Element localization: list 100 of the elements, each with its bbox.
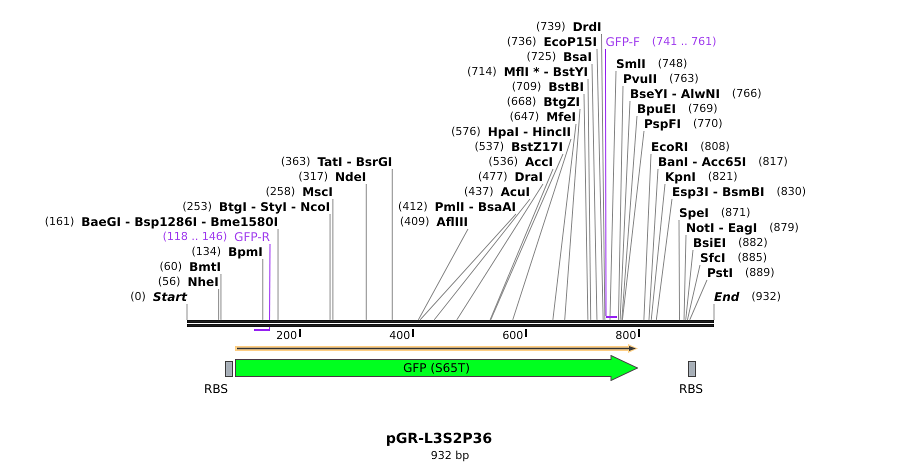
site-position: (412) xyxy=(398,200,428,214)
leader-line xyxy=(609,70,616,320)
enzyme-name: BanI - Acc65I xyxy=(658,155,746,169)
enzyme-name: AcuI xyxy=(500,185,530,199)
leader-line xyxy=(650,184,666,320)
tick-label: 800 xyxy=(615,329,636,342)
enzyme-name: NotI - EagI xyxy=(686,221,758,235)
leader-line xyxy=(605,48,606,316)
site-position: (668) xyxy=(506,95,536,109)
site-position: (821) xyxy=(708,170,738,184)
site-position: (576) xyxy=(451,125,481,139)
site-position: (817) xyxy=(758,155,788,169)
tick-label: 600 xyxy=(502,329,524,342)
leader-line xyxy=(648,168,658,320)
site-position: (769) xyxy=(688,102,718,116)
enzyme-name: NheI xyxy=(187,275,219,289)
site-position: (739) xyxy=(536,20,566,34)
leader-line xyxy=(686,264,700,320)
site-position: (748) xyxy=(658,57,688,71)
enzyme-name: Esp3I - BsmBI xyxy=(672,185,764,199)
leader-line xyxy=(622,130,644,320)
site-position: (714) xyxy=(467,65,497,79)
leader-line xyxy=(262,258,264,320)
site-position: (725) xyxy=(526,50,556,64)
site-position: (363) xyxy=(280,155,310,169)
tick-label: 200 xyxy=(276,329,298,342)
tick-label: 400 xyxy=(389,329,410,342)
enzyme-name: PvuII xyxy=(623,72,658,86)
leader-line xyxy=(596,48,604,320)
enzyme-name: BpmI xyxy=(228,245,263,259)
site-position: (889) xyxy=(744,266,775,280)
site-position: (437) xyxy=(464,185,494,199)
enzyme-name: BstBI xyxy=(548,80,584,94)
leader-line xyxy=(186,304,188,320)
sequence-end-label: Start xyxy=(152,290,187,304)
site-position: (253) xyxy=(182,200,212,214)
site-position: (885) xyxy=(737,251,768,265)
enzyme-name: AflIII xyxy=(436,215,468,229)
leader-line xyxy=(456,184,544,320)
enzyme-name: EcoRI xyxy=(651,140,688,154)
enzyme-name: KpnI xyxy=(665,170,696,184)
site-position: (879) xyxy=(769,221,799,235)
enzyme-name: BtgI - StyI - NcoI xyxy=(218,200,330,214)
site-position: (763) xyxy=(669,72,699,86)
site-position: (766) xyxy=(732,87,762,101)
site-position: (134) xyxy=(191,245,222,259)
primer-name: GFP-R xyxy=(234,230,270,244)
site-position: (709) xyxy=(512,80,542,94)
rbs-feature xyxy=(688,361,696,377)
leader-line xyxy=(588,78,592,320)
leader-line xyxy=(656,198,672,320)
leader-line xyxy=(552,124,576,320)
leader-line xyxy=(684,234,686,320)
map-title: pGR-L3S2P36 xyxy=(386,431,492,448)
leader-line xyxy=(392,168,393,320)
site-position: (647) xyxy=(510,110,540,124)
site-position: (830) xyxy=(776,185,806,199)
enzyme-name: SpeI xyxy=(679,206,709,220)
leader-line xyxy=(685,250,694,320)
site-position: (258) xyxy=(266,185,296,199)
leader-line xyxy=(490,168,554,320)
sequence-length: 932 bp xyxy=(430,449,470,462)
leader-line xyxy=(434,198,530,320)
enzyme-name: DrdI xyxy=(572,20,602,34)
rbs-feature xyxy=(225,361,233,377)
enzyme-name: NdeI xyxy=(335,170,366,184)
site-position: (871) xyxy=(720,206,750,220)
enzyme-name: AccI xyxy=(525,155,553,169)
primer-name: GFP-F xyxy=(606,35,640,49)
site-position: (537) xyxy=(474,140,504,154)
site-position: (882) xyxy=(738,236,768,250)
site-position: (56) xyxy=(158,275,180,289)
site-position: (932) xyxy=(751,290,781,304)
leader-line xyxy=(490,154,564,320)
site-position: (60) xyxy=(159,260,182,274)
leader-line xyxy=(618,86,624,320)
leader-line xyxy=(220,274,222,320)
enzyme-name: EcoP15I xyxy=(543,35,597,49)
leader-line xyxy=(419,214,516,320)
enzyme-name: BsiEI xyxy=(693,236,726,250)
leader-line xyxy=(564,108,580,320)
orf-feature xyxy=(235,344,638,353)
leader-line xyxy=(218,288,220,320)
leader-line xyxy=(332,198,334,320)
site-position: (161) xyxy=(44,215,74,229)
enzyme-name: PspFI xyxy=(644,117,681,131)
leader-line xyxy=(418,228,468,320)
leader-line xyxy=(620,100,630,320)
sequence-end-label: End xyxy=(714,290,740,304)
primer-range: (741 .. 761) xyxy=(652,35,716,49)
site-position: (808) xyxy=(700,140,730,154)
enzyme-name: BtgZI xyxy=(543,95,580,109)
leader-line xyxy=(330,214,331,320)
site-position: (736) xyxy=(506,35,536,49)
enzyme-name: MflI * - BstYI xyxy=(504,65,588,79)
site-position: (536) xyxy=(488,155,518,169)
enzyme-name: SmlI xyxy=(616,57,646,71)
site-position: (477) xyxy=(478,170,508,184)
leader-line xyxy=(678,220,680,320)
feature-label: RBS xyxy=(204,382,228,396)
